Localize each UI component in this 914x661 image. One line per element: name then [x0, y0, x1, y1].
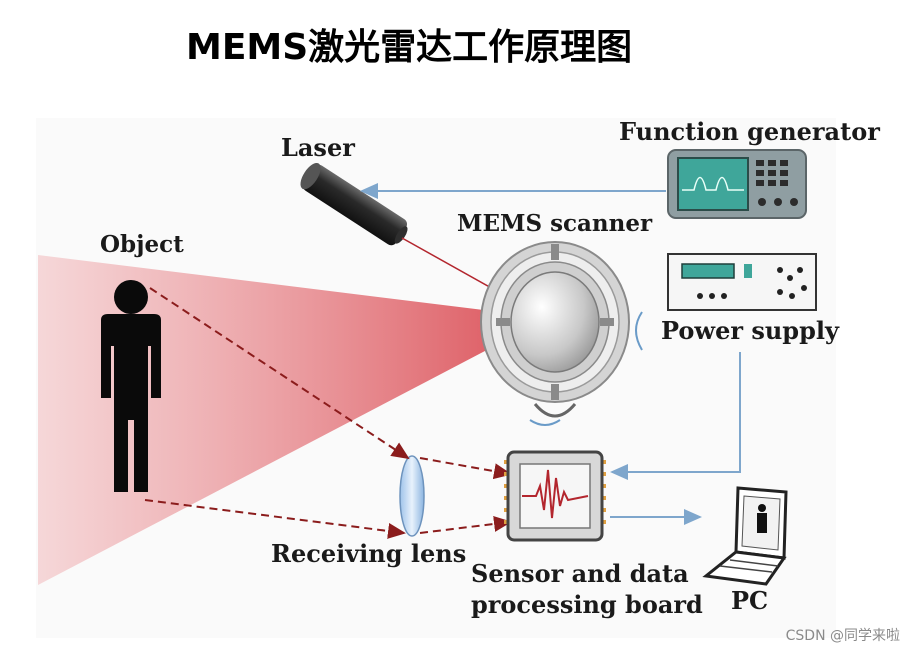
mems-scanner-label: MEMS scanner	[457, 210, 653, 237]
page-title: MEMS激光雷达工作原理图	[186, 27, 633, 68]
lens-to-sensor-upper	[419, 457, 512, 480]
laser-label: Laser	[281, 133, 355, 162]
pc-label: PC	[731, 586, 769, 615]
power-supply-icon	[667, 253, 817, 311]
receiving-lens-label: Receiving lens	[271, 539, 467, 568]
receiving-lens-icon	[399, 455, 425, 537]
laptop-icon	[702, 486, 788, 586]
laser-icon	[300, 162, 408, 246]
power-arrow-to-sensor	[610, 352, 741, 480]
mems-scanner-icon	[480, 241, 643, 426]
watermark: CSDN @同学来啦	[785, 628, 900, 644]
sensor-label-line1: Sensor and data	[471, 559, 689, 588]
object-label: Object	[100, 231, 184, 258]
function-generator-icon	[667, 149, 807, 219]
person-icon	[101, 280, 161, 492]
sensor-label-line2: processing board	[471, 590, 703, 619]
function-generator-label: Function generator	[619, 117, 880, 146]
sensor-board-icon	[504, 450, 606, 542]
power-supply-label: Power supply	[661, 316, 839, 345]
lens-to-sensor-lower	[419, 516, 512, 534]
reflection-path-lower	[144, 499, 406, 539]
